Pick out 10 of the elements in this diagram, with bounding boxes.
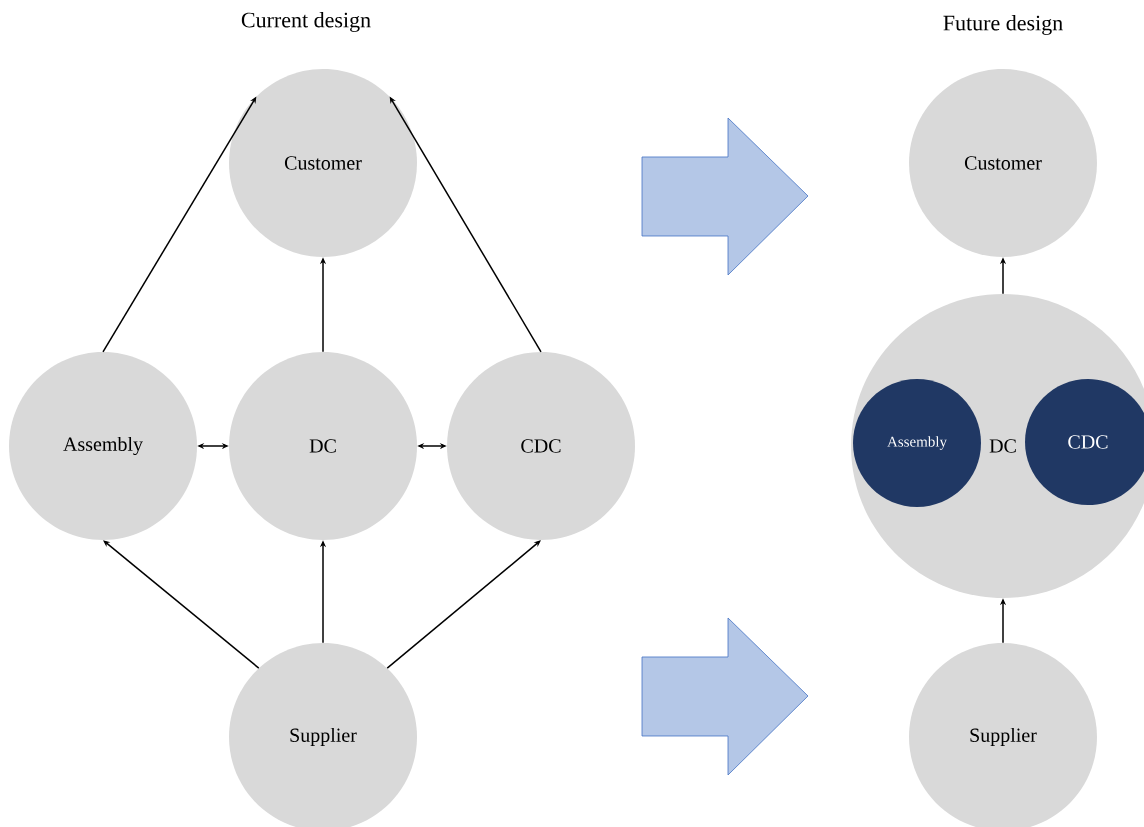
- circle-node: Assembly: [9, 352, 197, 540]
- circle-node: CDC: [447, 352, 635, 540]
- circle-node: Customer: [909, 69, 1097, 257]
- arrow: [103, 540, 260, 669]
- heading: Current design: [241, 12, 371, 32]
- circle-node: Assembly: [853, 379, 981, 507]
- circle-node: DC: [229, 352, 417, 540]
- heading: Future design: [943, 15, 1063, 35]
- circle-node: Customer: [229, 69, 417, 257]
- arrow: [386, 540, 541, 669]
